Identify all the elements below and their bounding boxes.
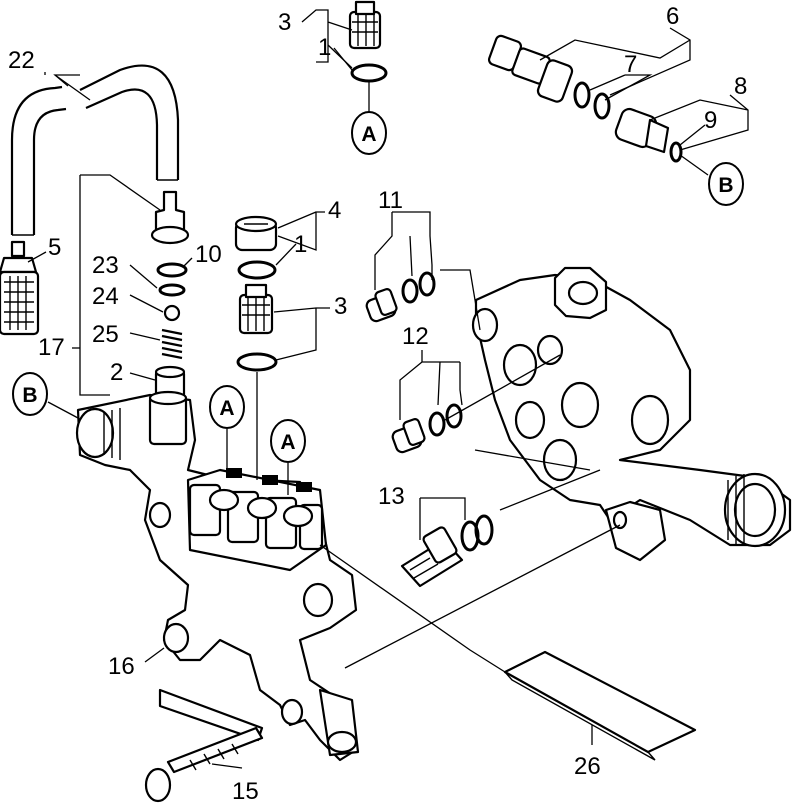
o-ring-part-1-top [350,63,388,83]
label-26: 26 [574,753,601,780]
label-17: 17 [38,334,65,361]
svg-text:A: A [280,431,295,454]
o-ring-part-1-lower [236,352,278,372]
label-1-top: 1 [318,34,331,61]
valve-insert-part-12 [391,403,463,454]
o-ring-part-7 [573,81,611,120]
svg-text:B: B [22,384,37,407]
label-22: 22 [8,47,35,74]
connector-part-6 [487,34,574,103]
svg-text:B: B [718,174,733,197]
manifold-body-part-16 [75,390,360,762]
hose-nipple-part-17 [150,190,190,245]
label-4: 4 [328,197,341,224]
hose-part-22 [10,64,180,236]
valve-cap-part-4 [234,215,278,252]
label-6: 6 [666,3,679,30]
pump-head-right [471,266,792,562]
valve-part-3-top [348,0,382,50]
seal-strip-part-26 [503,650,697,761]
connector-a-middle: A [209,385,245,429]
label-16: 16 [108,653,135,680]
label-10: 10 [195,241,222,268]
label-3-top: 3 [278,9,291,36]
label-1-center: 1 [294,231,307,258]
part-number-labels: 3 1 6 7 8 9 22 4 11 5 10 1 23 24 3 25 12… [8,3,747,805]
o-ring-part-9 [669,141,683,163]
label-13: 13 [378,483,405,510]
label-12: 12 [402,323,429,350]
valve-part-3-center [238,283,274,335]
valve-seat-part-2 [154,365,186,400]
label-15: 15 [232,778,259,805]
spring-part-25 [161,328,183,360]
bolt-part-15 [144,688,264,803]
label-24: 24 [92,283,119,310]
label-3-center: 3 [334,293,347,320]
label-9: 9 [704,107,717,134]
svg-text:A: A [361,123,376,146]
label-7: 7 [624,51,637,78]
svg-text:A: A [219,397,234,420]
label-5: 5 [48,234,61,261]
connector-a-right: A [270,419,306,463]
connector-b-top: B [708,162,744,206]
plug-part-8 [614,107,670,154]
leader-lines [27,9,749,769]
ball-part-24 [163,304,181,322]
label-8: 8 [734,73,747,100]
o-ring-part-23 [158,283,186,297]
o-ring-part-10 [156,262,188,278]
connector-b-left: B [12,372,48,416]
label-2: 2 [110,359,123,386]
label-11: 11 [378,187,403,214]
label-25: 25 [92,321,119,348]
o-ring-part-1-center [237,260,277,280]
connector-a-top: A [351,111,387,155]
valve-insert-part-11 [365,271,436,323]
filter-part-5 [0,240,40,336]
label-23: 23 [92,252,119,279]
valve-part-13 [400,514,494,588]
